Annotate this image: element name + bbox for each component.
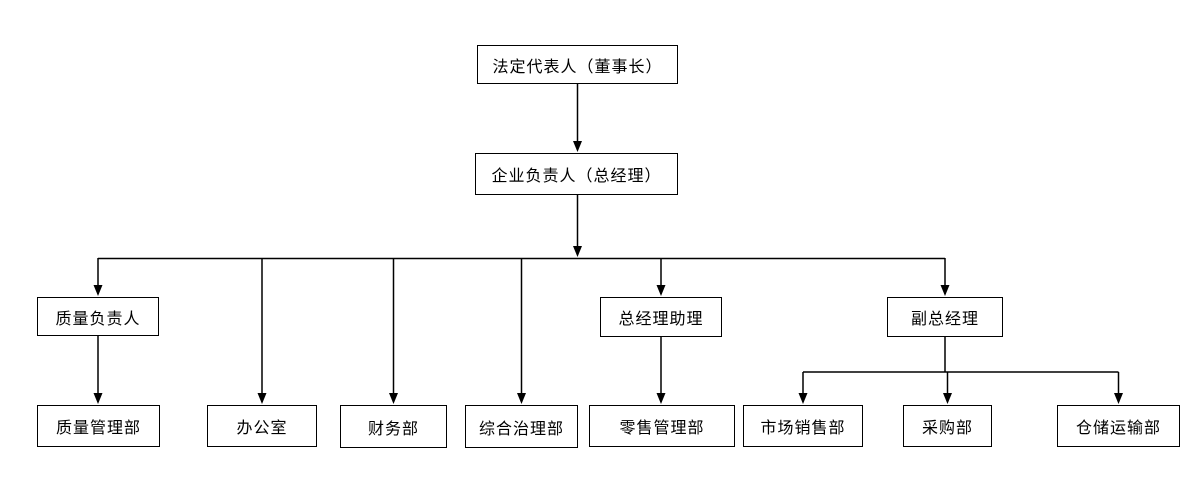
node-office: 办公室	[207, 405, 317, 447]
node-finance-dept: 财务部	[340, 405, 447, 448]
node-general-governance-dept: 综合治理部	[465, 405, 578, 448]
node-quality-director: 质量负责人	[37, 297, 159, 336]
node-gm-assistant: 总经理助理	[600, 297, 722, 337]
node-deputy-gm: 副总经理	[887, 297, 1003, 337]
node-legal-representative: 法定代表人（董事长）	[477, 45, 678, 84]
node-warehouse-transport-dept: 仓储运输部	[1057, 405, 1180, 447]
node-quality-mgmt-dept: 质量管理部	[37, 405, 160, 447]
node-marketing-sales-dept: 市场销售部	[743, 405, 863, 447]
node-general-manager: 企业负责人（总经理）	[475, 153, 678, 195]
node-retail-mgmt-dept: 零售管理部	[589, 405, 735, 447]
node-purchasing-dept: 采购部	[903, 405, 992, 447]
